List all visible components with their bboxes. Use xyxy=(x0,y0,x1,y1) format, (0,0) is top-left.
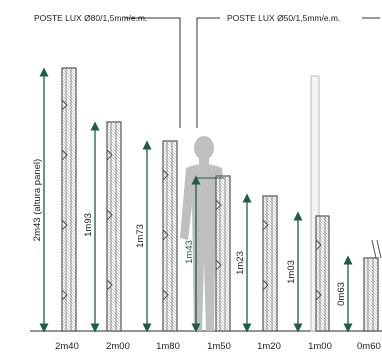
dimension-label-1m23: 1m23 xyxy=(235,251,246,275)
panel-1m50 xyxy=(215,175,231,332)
size-label-1m80: 1m80 xyxy=(156,341,180,352)
panel-0m60 xyxy=(363,239,382,332)
size-label-1m00: 1m00 xyxy=(308,341,332,352)
dimension-label-0m63: 0m63 xyxy=(336,282,347,306)
dimension-label-1m73: 1m73 xyxy=(135,224,146,248)
post-80-callout: POSTE LUX Ø80/1,5mm/e.m. xyxy=(34,13,147,23)
size-label-1m50: 1m50 xyxy=(207,341,231,352)
panel-2m00 xyxy=(106,121,122,332)
size-label-2m40: 2m40 xyxy=(55,341,79,352)
size-label-2m00: 2m00 xyxy=(106,341,130,352)
human-silhouette-icon xyxy=(180,136,228,331)
dimension-label-1m93: 1m93 xyxy=(83,213,94,237)
tall-post xyxy=(310,75,320,332)
size-label-0m60: 0m60 xyxy=(357,341,381,352)
post-80-callout-leader xyxy=(125,17,181,128)
panel-1m20 xyxy=(262,195,278,332)
panel-2m40 xyxy=(61,67,77,332)
dimension-label-2m43: 2m43 (altura panel) xyxy=(32,159,43,241)
panel-1m00 xyxy=(315,215,330,332)
post-50-callout: POSTE LUX Ø50/1,5mm/e.m. xyxy=(227,13,340,23)
dimension-label-1m03: 1m03 xyxy=(286,260,297,284)
post-50-callout-leader xyxy=(196,17,220,128)
dimension-label-1m43: 1m43 xyxy=(184,240,195,264)
size-label-1m20: 1m20 xyxy=(257,341,281,352)
panel-1m80 xyxy=(162,140,178,332)
